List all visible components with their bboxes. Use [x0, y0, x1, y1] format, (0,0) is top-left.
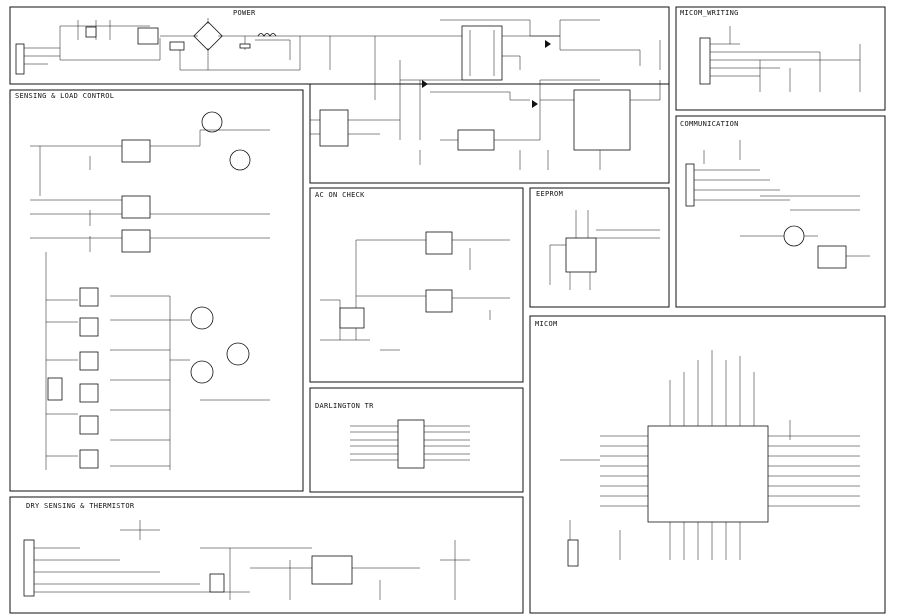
eeprom-title: EEPROM	[536, 190, 563, 198]
smps-transformer	[461, 25, 503, 81]
opto-coupler-3	[121, 229, 151, 253]
pwm-controller-ic	[319, 109, 349, 147]
bridge-rectifier	[193, 21, 223, 51]
comm-transistor-1	[783, 225, 805, 247]
comparator-ic	[311, 555, 353, 585]
block-titles: POWER SENSING & LOAD CONTROL AC ON CHECK…	[15, 9, 739, 510]
zener-diode	[545, 40, 551, 48]
power-input-connector	[15, 43, 25, 75]
bulk-capacitor	[239, 43, 251, 49]
ac-opto-2	[425, 289, 453, 313]
rectifier-diode	[422, 80, 428, 88]
sensing-block-frame	[9, 89, 304, 492]
micom-circuit	[560, 350, 860, 567]
opto-feedback	[457, 129, 495, 151]
output-diode	[532, 100, 538, 108]
power-circuit	[15, 18, 661, 170]
power-transformer	[137, 27, 159, 45]
dry-sensing-circuit	[23, 520, 470, 600]
dry-sensing-title: DRY SENSING & THERMISTOR	[26, 502, 135, 510]
ac-check-circuit	[320, 231, 510, 351]
relay-driver-2	[226, 342, 250, 366]
block-frames	[9, 6, 886, 614]
opto-coupler-1	[121, 139, 151, 163]
dry-sensing-block-frame	[9, 496, 524, 614]
ac-relay	[339, 307, 365, 329]
communication-title: COMMUNICATION	[680, 120, 739, 128]
darlington-circuit	[350, 419, 470, 469]
micom-writing-title: MICOM_WRITING	[680, 9, 739, 17]
dry-sensor-connector	[23, 539, 35, 597]
micom-block-frame	[529, 315, 886, 614]
opto-coupler-2	[121, 195, 151, 219]
relay-driver-3	[190, 360, 214, 384]
communication-circuit	[685, 140, 870, 269]
writing-header	[699, 37, 711, 85]
varistor	[169, 41, 185, 51]
comm-opto	[817, 245, 847, 269]
ac-opto-1	[425, 231, 453, 255]
micom-writing-circuit	[699, 26, 861, 92]
micom-title: MICOM	[535, 320, 558, 328]
power-title: POWER	[233, 9, 256, 17]
darlington-array-ic	[397, 419, 425, 469]
power-block-frame	[9, 6, 670, 85]
eeprom-ic	[565, 237, 597, 273]
ac-check-block-frame	[309, 187, 524, 383]
ac-check-title: AC ON CHECK	[315, 191, 365, 199]
darlington-title: DARLINGTON TR	[315, 402, 374, 410]
regulator-ic	[573, 89, 631, 151]
relay-2	[79, 317, 99, 337]
relay-driver-1	[190, 306, 214, 330]
fuse	[85, 26, 97, 38]
power-lower-frame	[309, 83, 670, 184]
driver-transistor-2	[229, 149, 251, 171]
darlington-block-frame	[309, 387, 524, 493]
mcu-ic	[647, 425, 769, 523]
reset-connector	[567, 539, 579, 567]
communication-block-frame	[675, 115, 886, 308]
eeprom-block-frame	[529, 187, 670, 308]
sensing-title: SENSING & LOAD CONTROL	[15, 92, 114, 100]
relay-5	[79, 415, 99, 435]
driver-transistor-1	[201, 111, 223, 133]
relay-6	[79, 449, 99, 469]
dual-diode	[209, 573, 225, 593]
comm-connector	[685, 163, 695, 207]
relay-4	[79, 383, 99, 403]
relay-1	[79, 287, 99, 307]
eeprom-circuit	[549, 210, 660, 290]
load-connector	[47, 377, 63, 401]
relay-3	[79, 351, 99, 371]
sensing-load-circuit	[30, 111, 270, 470]
power-inductor	[257, 33, 277, 37]
micom-writing-block-frame	[675, 6, 886, 111]
